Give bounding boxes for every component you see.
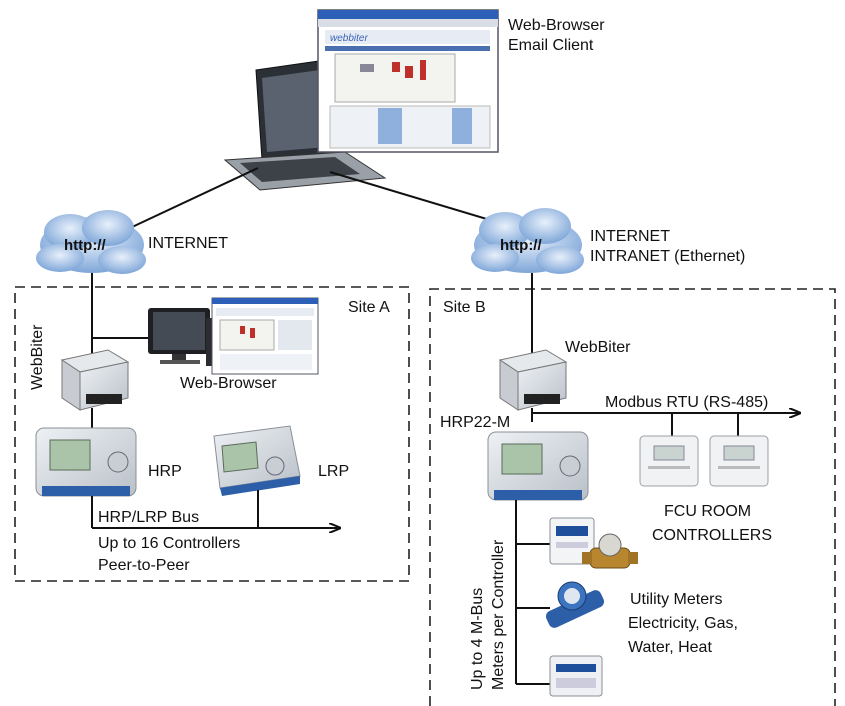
site-b-boundary [429, 288, 836, 706]
meters-line-3: Water, Heat [628, 639, 712, 656]
lrp-controller-icon [213, 425, 301, 496]
site-a-lrp-label: LRP [318, 463, 349, 480]
webbiter-device-b-icon [498, 349, 568, 411]
site-a-browser-screenshot [211, 297, 319, 375]
meters-line-2: Electricity, Gas, [628, 615, 738, 632]
fcu-controller-1-icon [639, 435, 699, 487]
cloud-right-label-line-2: INTRANET (Ethernet) [590, 248, 745, 265]
heat-meter-icon [549, 655, 603, 697]
site-a-hrp-label: HRP [148, 463, 182, 480]
site-a-title: Site A [348, 299, 390, 316]
webbiter-device-a-icon [60, 349, 130, 411]
site-a-webbiter-vertical: WebBiter [29, 324, 46, 390]
fcu-controller-2-icon [709, 435, 769, 487]
desktop-pc-icon [148, 308, 226, 366]
bus-line-3: Peer-to-Peer [98, 557, 190, 574]
cloud-right-label-line-1: INTERNET [590, 228, 670, 245]
site-b-title: Site B [443, 299, 486, 316]
bus-line-1: HRP/LRP Bus [98, 509, 199, 526]
hrp-controller-icon [35, 427, 137, 497]
meters-line-1: Utility Meters [630, 591, 722, 608]
fcu-line-1: FCU ROOM [664, 503, 751, 520]
email-client-line: Email Client [508, 37, 594, 54]
link-laptop-to-cloud-left [129, 167, 259, 229]
screen-brand: webbiter [330, 33, 368, 44]
mbus-vertical-line-1: Up to 4 M-Bus [469, 588, 486, 690]
site-a-boundary [14, 286, 410, 582]
mbus-vertical-line-2: Meters per Controller [490, 539, 507, 690]
fcu-line-2: CONTROLLERS [652, 527, 772, 544]
hrp22m-controller-icon [487, 431, 589, 501]
modbus-label: Modbus RTU (RS-485) [605, 394, 768, 411]
web-browser-line-1: Web-Browser [508, 17, 605, 34]
site-b-webbiter-label: WebBiter [565, 339, 631, 356]
site-a-web-browser-label: Web-Browser [180, 375, 277, 392]
cloud-left-http: http:// [64, 237, 106, 254]
water-meter-brass-icon [582, 533, 638, 569]
water-meter-blue-icon [545, 581, 605, 628]
bus-line-2: Up to 16 Controllers [98, 535, 240, 552]
cloud-left-label: INTERNET [148, 235, 228, 252]
cloud-right-icon [471, 208, 584, 274]
cloud-right-http: http:// [500, 237, 542, 254]
hrp22m-label: HRP22-M [440, 414, 510, 431]
link-laptop-to-cloud-right [329, 171, 511, 227]
browser-screenshot: webbiter [317, 9, 499, 153]
cloud-left-icon [36, 210, 146, 274]
